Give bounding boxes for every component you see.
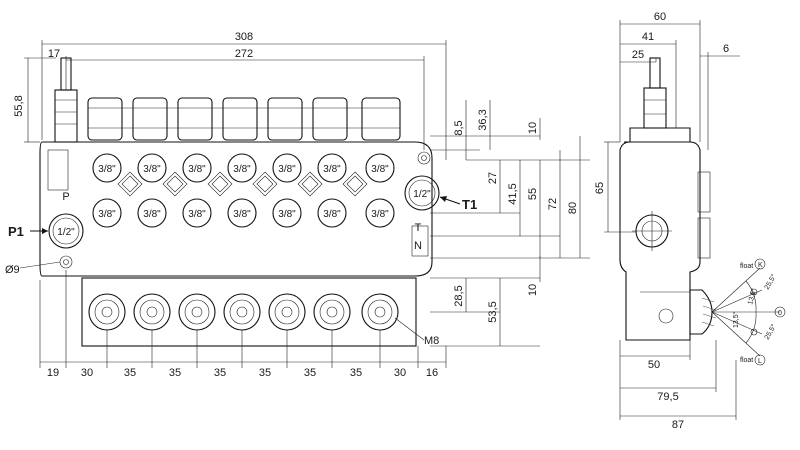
side-dimension-labels: 60 41 25 6 65 50 79,5 87 [594,11,729,431]
dim-10-top: 10 [527,122,539,134]
spool-ends [88,293,399,331]
dim-87: 87 [672,419,684,431]
dim-35-b: 35 [169,367,181,379]
dim-25: 25 [632,49,644,61]
float-k-label: float [740,263,753,270]
inlet-port: 1/2" P P1 [8,191,84,249]
outlet-letter-t: T [415,222,422,234]
dim-65: 65 [594,182,606,194]
front-view: 3/8" 3/8" 3/8" 3/8" 3/8" 3/8" 3/8" 3/8" … [5,57,477,347]
angle-25-5-bottom: 25,5° [763,323,778,341]
mount-hole-top [417,151,431,165]
port-label: 3/8" [278,209,296,220]
inlet-size: 1/2" [57,227,75,238]
spool-housing [81,277,417,347]
port-label: 3/8" [98,164,116,175]
port-label: 3/8" [233,164,251,175]
dim-27: 27 [487,172,499,184]
port-label: 3/8" [371,164,389,175]
dim-8-5: 8,5 [453,120,465,135]
port-label: 3/8" [188,164,206,175]
k-label: K [758,262,763,269]
port-label: 3/8" [278,164,296,175]
dim-35-e: 35 [304,367,316,379]
dim-30-left: 30 [81,367,93,379]
dim-17: 17 [48,48,60,60]
mount-hole-label: Ø9 [5,264,20,276]
port-label: 3/8" [323,209,341,220]
dim-80: 80 [567,202,579,214]
dim-308: 308 [235,31,253,43]
float-l-label: float [740,357,753,364]
dim-272: 272 [235,48,253,60]
port-label: 3/8" [188,209,206,220]
dim-28-5: 28,5 [453,285,465,306]
port-label: 3/8" [143,164,161,175]
angle-13-5-bottom: 13,5° [732,311,740,328]
valve-body [39,141,433,277]
mount-hole-bottom [59,255,73,269]
port-label: 3/8" [233,209,251,220]
zero-label: 0 [778,310,782,317]
side-view [619,57,717,341]
side-body [619,141,701,341]
dim-16: 16 [426,367,438,379]
dim-79-5: 79,5 [657,391,678,403]
inlet-label: P1 [8,224,24,239]
l-label: L [758,358,762,365]
dim-60: 60 [654,11,666,23]
dim-10-bottom: 10 [527,284,539,296]
port-label: 3/8" [98,209,116,220]
dim-36-3: 36,3 [477,109,489,130]
dim-19: 19 [47,367,59,379]
inlet-letter: P [62,191,69,203]
lever-mechanism [689,289,713,335]
dim-41-5: 41,5 [507,183,519,204]
diamond-pockets [117,171,368,197]
dim-6: 6 [723,43,729,55]
front-dimensions [24,40,590,368]
angle-25-5-top: 25,5° [763,273,778,291]
dim-50: 50 [648,359,660,371]
port-label: 3/8" [371,209,389,220]
dim-53-5: 53,5 [487,301,499,322]
front-dimension-labels: 308 272 17 55,8 19 30 35 35 35 35 35 35 … [13,31,579,379]
lever-labels: float K 0 float L 25,5° 13,5° 13,5° 25,5… [732,262,782,365]
dim-35-c: 35 [214,367,226,379]
inlet-fitting [54,89,78,143]
spool-caps [87,97,401,141]
dim-35-d: 35 [259,367,271,379]
dim-55: 55 [527,188,539,200]
port-label: 3/8" [323,164,341,175]
outlet-port: 1/2" T1 T N [404,175,477,252]
outlet-letter-n: N [414,240,422,252]
side-dimensions [604,20,740,420]
work-ports-upper: 3/8" 3/8" 3/8" 3/8" 3/8" 3/8" 3/8" [92,153,395,183]
outlet-size: 1/2" [413,189,431,200]
dim-41: 41 [642,31,654,43]
work-ports-lower: 3/8" 3/8" 3/8" 3/8" 3/8" 3/8" 3/8" [92,198,395,228]
dim-30-right: 30 [394,367,406,379]
lever-angles [711,258,786,366]
dim-55-8: 55,8 [13,95,25,116]
dim-72: 72 [547,198,559,210]
port-label: 3/8" [143,209,161,220]
dim-35-f: 35 [350,367,362,379]
thread-label: M8 [424,335,439,347]
dim-35-a: 35 [124,367,136,379]
outlet-label: T1 [462,197,477,212]
